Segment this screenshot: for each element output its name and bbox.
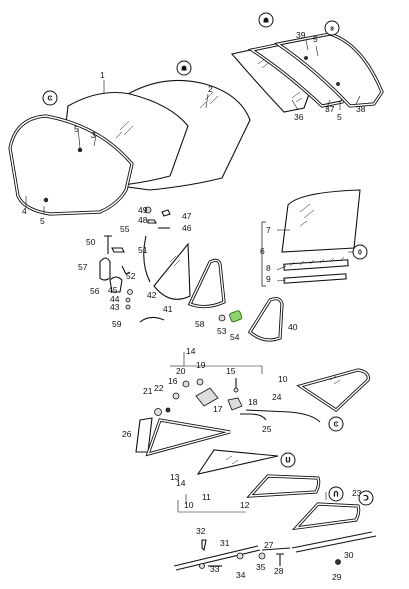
windscreen-frame-group: [8, 79, 251, 216]
part-number-label: 53: [217, 326, 227, 336]
part-number-label: 58: [195, 319, 205, 329]
view-badge-symbol: 0: [358, 250, 362, 257]
view-badge: ᑐ: [358, 490, 374, 506]
view-badge: Ͼ: [42, 90, 58, 106]
quarter-window-group: [135, 368, 377, 571]
part-number-label: 10: [278, 374, 288, 384]
view-badge: ☗: [258, 12, 274, 28]
part-number-label: 30: [344, 550, 354, 560]
vent-glass-41: [153, 242, 191, 300]
part-number-label: 5: [74, 124, 79, 134]
part-number-label: 40: [288, 322, 298, 332]
part-number-label: 5: [313, 34, 318, 44]
part-number-label: 20: [176, 366, 186, 376]
part-number-label: 39: [296, 30, 306, 40]
part-number-label: 31: [220, 538, 230, 548]
view-badge: ᑎ: [328, 486, 344, 502]
part-number-label: 14: [186, 346, 196, 356]
part-number-label: 2: [208, 84, 213, 94]
part-number-label: 36: [294, 112, 304, 122]
part-number-label: 19: [196, 360, 206, 370]
part-number-label: 24: [272, 392, 282, 402]
glass-channel-9: [283, 273, 347, 284]
part-number-label: 14: [176, 478, 186, 488]
door-glass-7: [281, 189, 361, 253]
part-number-label: 26: [122, 429, 132, 439]
part-number-label: 5: [337, 112, 342, 122]
part-number-label: 37: [325, 104, 335, 114]
view-badge-symbol: Ͼ: [47, 96, 52, 103]
part-number-label: 28: [274, 566, 284, 576]
part-number-label: 17: [213, 404, 223, 414]
part-number-label: 25: [262, 424, 272, 434]
part-number-label: 57: [78, 262, 88, 272]
view-badge-symbol: ͽ: [330, 26, 334, 33]
part-number-label: 56: [90, 286, 100, 296]
part-number-label: 55: [120, 224, 130, 234]
part-number-label: 3: [91, 130, 96, 140]
part-number-label: 11: [202, 492, 211, 502]
part-number-label: 21: [143, 386, 153, 396]
part-number-label: 29: [332, 572, 342, 582]
part-number-label: 27: [264, 540, 274, 550]
view-badge-symbol: ☗: [181, 65, 187, 73]
part-number-label: 18: [248, 397, 258, 407]
part-number-label: 4: [22, 206, 27, 216]
part-number-label: 10: [184, 500, 194, 510]
view-badge-symbol: Ͼ: [333, 422, 338, 429]
part-number-label: 5: [40, 216, 45, 226]
part-number-label: 48: [138, 215, 148, 225]
part-number-label: 7: [266, 225, 271, 235]
part-number-label: 52: [126, 271, 136, 281]
part-number-label: 42: [147, 290, 157, 300]
part-number-label: 59: [112, 319, 122, 329]
leader-lines: [25, 39, 361, 513]
view-badge: 0: [352, 244, 368, 260]
part-number-label: 6: [260, 246, 265, 256]
part-number-label: 32: [196, 526, 206, 536]
part-number-label: 46: [182, 223, 192, 233]
view-badge-symbol: ᑌ: [285, 457, 291, 465]
part-number-label: 8: [266, 263, 271, 273]
part-number-label: 22: [154, 383, 164, 393]
part-number-label: 50: [86, 237, 96, 247]
quarter-frame-40: [247, 297, 284, 342]
glass-channel-8: [283, 259, 349, 271]
part-number-label: 33: [210, 564, 220, 574]
door-glass-group: [261, 189, 361, 287]
part-number-label: 16: [168, 376, 178, 386]
part-number-label: 9: [266, 274, 271, 284]
view-badge: ☗: [176, 60, 192, 76]
part-number-label: 47: [182, 211, 192, 221]
view-badge-symbol: ᑎ: [333, 491, 339, 499]
part-number-label: 34: [236, 570, 246, 580]
rear-window-group: [230, 32, 384, 113]
part-number-label: 35: [256, 562, 266, 572]
view-badge: ͽ: [324, 20, 340, 36]
part-number-label: 44: [110, 294, 120, 304]
part-number-label: 13: [170, 472, 180, 482]
part-number-label: 12: [240, 500, 250, 510]
part-number-label: 23: [352, 488, 362, 498]
view-badge-symbol: ᑐ: [363, 495, 369, 503]
part-number-label: 15: [226, 366, 236, 376]
view-badge-symbol: ☗: [263, 17, 269, 25]
part-number-label: 54: [230, 332, 240, 342]
part-number-label: 51: [138, 245, 148, 255]
part-number-label: 49: [138, 205, 148, 215]
highlighted-part-54: [229, 310, 243, 323]
part-number-label: 41: [163, 304, 173, 314]
part-number-label: 43: [110, 302, 120, 312]
view-badge: Ͼ: [328, 416, 344, 432]
part-number-label: 45: [108, 285, 118, 295]
view-badge: ᑌ: [280, 452, 296, 468]
quarter-glass-11: [196, 449, 279, 475]
part-number-label: 1: [100, 70, 105, 80]
vent-window-hardware: [99, 206, 284, 342]
part-number-label: 38: [356, 104, 366, 114]
